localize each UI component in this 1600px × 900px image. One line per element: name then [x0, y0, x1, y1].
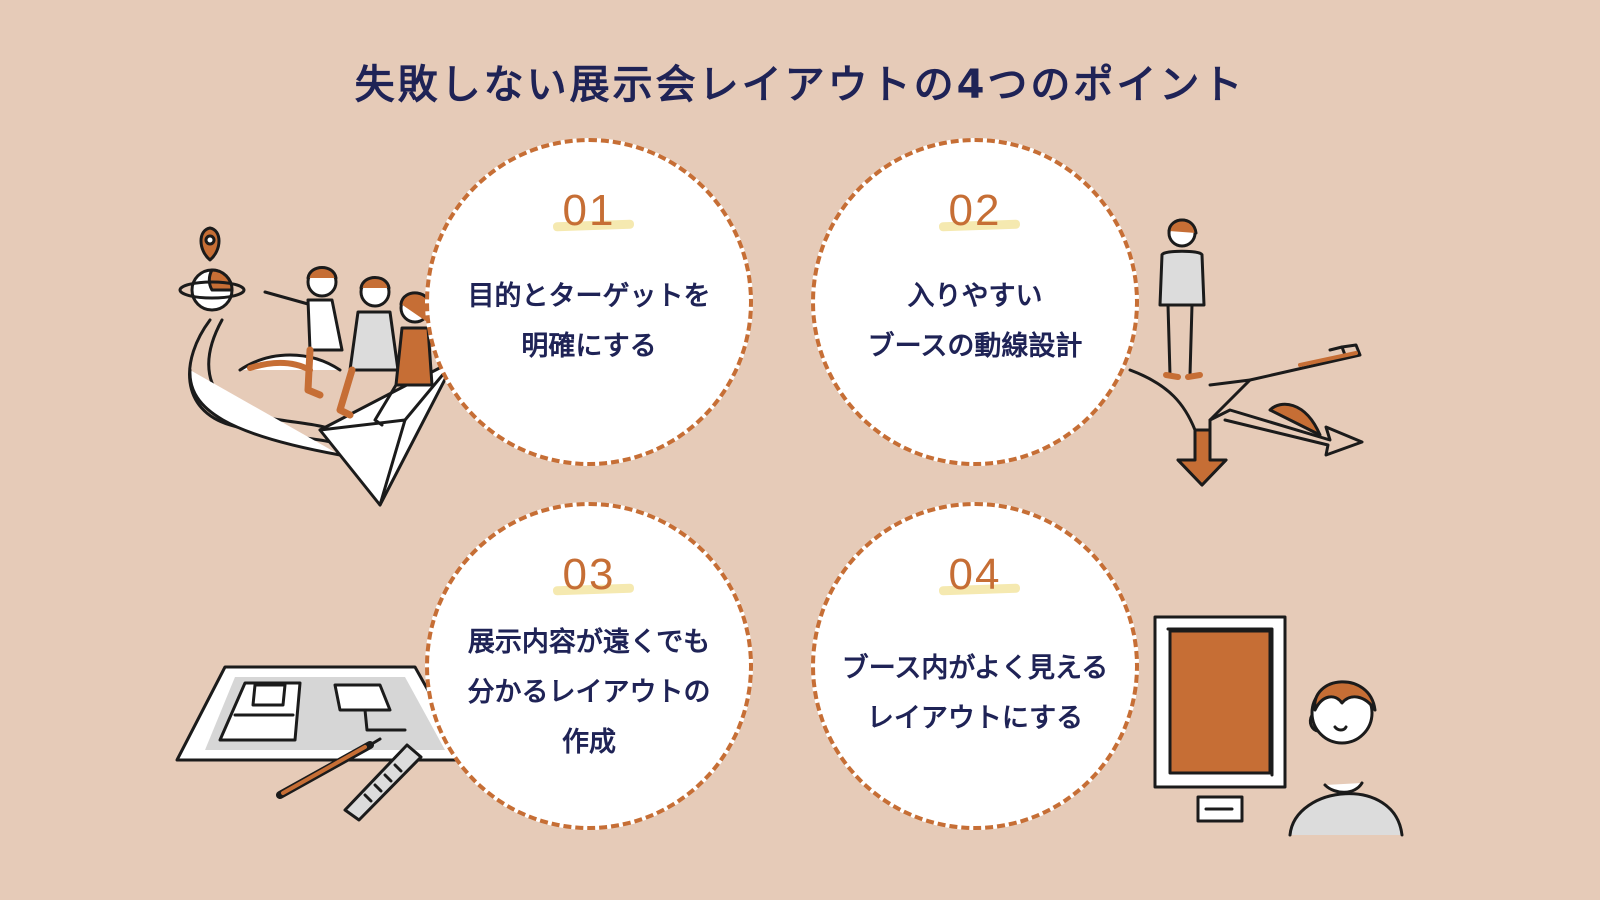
point-label: ブース内がよく見える レイアウトにする	[841, 653, 1109, 734]
point-label: 目的とターゲットを 明確にする	[467, 281, 711, 362]
point-circle-03: 03 展示内容が遠くでも 分かるレイアウトの 作成	[425, 502, 753, 830]
monitor-person-illustration	[1153, 615, 1404, 837]
monitor-icon	[1153, 615, 1287, 823]
page-title: 失敗しない展示会レイアウトの4つのポイント	[354, 62, 1246, 108]
branching-arrows-icon	[1128, 343, 1364, 487]
map-pin-icon	[178, 226, 246, 312]
floor-plan-icon	[175, 665, 469, 762]
point-circle-01: 01 目的とターゲットを 明確にする	[425, 138, 753, 466]
flow-arrows-illustration	[1128, 218, 1364, 487]
point-number: 02	[948, 186, 1002, 235]
point-circle-02: 02 入りやすい ブースの動線設計	[811, 138, 1139, 466]
floor-plan-illustration	[175, 665, 469, 822]
point-number: 01	[562, 186, 616, 235]
point-label: 展示内容が遠くでも 分かるレイアウトの 作成	[467, 627, 711, 758]
point-number: 04	[948, 550, 1002, 599]
team-paper-plane-illustration	[178, 226, 457, 507]
point-circle-04: 04 ブース内がよく見える レイアウトにする	[811, 502, 1139, 830]
point-label: 入りやすい ブースの動線設計	[867, 281, 1083, 362]
point-number: 03	[562, 550, 616, 599]
